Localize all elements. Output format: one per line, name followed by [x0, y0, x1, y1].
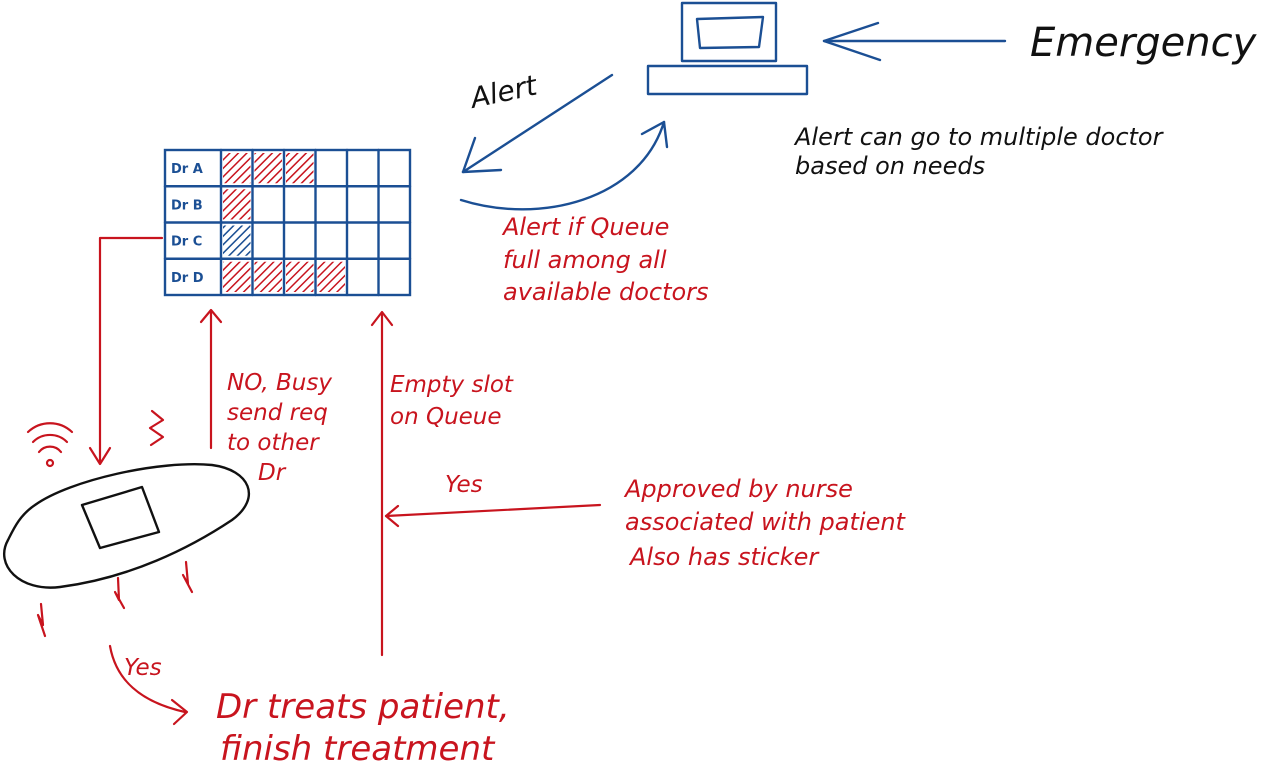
approved-line-2: associated with patient	[625, 508, 907, 536]
approved-line-3: Also has sticker	[628, 543, 820, 571]
schedule-slot-filled	[286, 153, 314, 184]
empty-slot-line-2: on Queue	[390, 404, 502, 430]
treatment-arrow	[108, 644, 189, 726]
alert-arrow	[461, 73, 614, 174]
queue-alert-line-2: full among all	[503, 246, 667, 274]
note-line-1: Alert can go to multiple doctor	[793, 123, 1165, 151]
queue-full-arrow	[459, 120, 669, 211]
queue-alert-line-3: available doctors	[503, 278, 709, 306]
emergency-arrow	[822, 21, 1007, 62]
busy-line-1: NO, Busy	[227, 370, 332, 396]
computer-icon	[646, 1, 809, 96]
schedule-slot-filled	[317, 261, 345, 292]
signal-icon	[26, 422, 74, 468]
empty-slot-arrow	[370, 310, 394, 657]
empty-slot-line-1: Empty slot	[390, 372, 514, 398]
treat-line-2: finish treatment	[220, 729, 496, 768]
busy-up-arrow	[199, 308, 223, 450]
grid-row-label: Dr A	[171, 162, 203, 177]
schedule-slot-filled	[254, 261, 282, 292]
grid-row-label: Dr D	[171, 271, 204, 286]
schedule-slot-filled	[254, 153, 282, 184]
doctor-schedule-grid: Dr A Dr B Dr C Dr D	[163, 148, 412, 297]
grid-row-label: Dr B	[171, 198, 203, 213]
note-line-2: based on needs	[795, 152, 985, 180]
schedule-slot-filled	[223, 153, 251, 184]
queue-alert-line-1: Alert if Queue	[501, 213, 669, 241]
phone-icon	[2, 463, 251, 589]
schedule-slot-filled	[223, 189, 251, 220]
grid-row-label: Dr C	[171, 235, 202, 250]
vibration-marks	[36, 409, 194, 638]
schedule-slot-filled	[223, 225, 251, 256]
schedule-slot-filled	[223, 261, 251, 292]
busy-line-3: to other	[227, 430, 320, 456]
yes-top-label: Yes	[445, 472, 483, 498]
grid-to-phone-arrow	[88, 236, 164, 466]
approved-line-1: Approved by nurse	[623, 475, 853, 503]
busy-line-2: send req	[227, 400, 328, 426]
schedule-slot-filled	[286, 261, 314, 292]
alert-label: Alert	[466, 68, 541, 115]
treat-line-1: Dr treats patient,	[216, 687, 510, 727]
busy-line-4: Dr	[258, 460, 287, 486]
yes-bottom-label: Yes	[124, 655, 162, 681]
emergency-label: Emergency	[1030, 20, 1258, 66]
approved-arrow	[384, 503, 602, 528]
